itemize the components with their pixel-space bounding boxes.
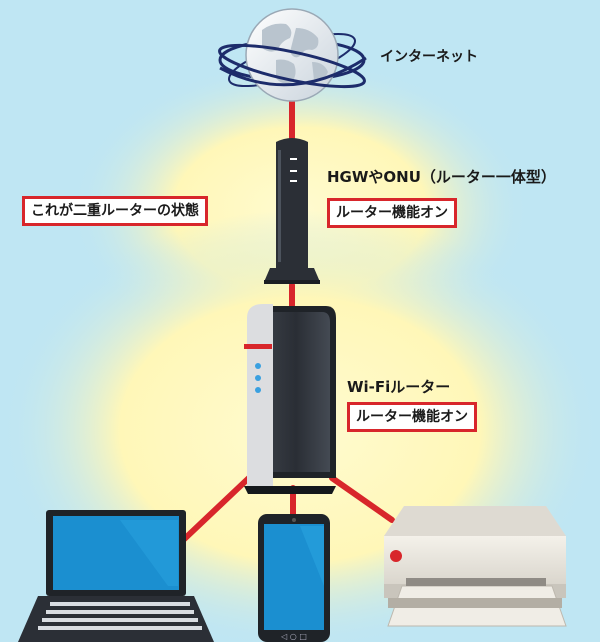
svg-text:◁ ○ □: ◁ ○ □: [280, 632, 307, 641]
wifi-router-icon: [244, 304, 336, 494]
laptop-icon: [18, 510, 214, 642]
globe-icon: [218, 8, 367, 102]
internet-label: インターネット: [380, 49, 478, 65]
hgw-onu-icon: [264, 138, 320, 284]
hgw-router-function-badge: ルーター機能オン: [327, 198, 457, 228]
printer-icon: [384, 506, 567, 627]
double-router-badge: これが二重ルーターの状態: [22, 196, 208, 226]
wifi-router-function-badge: ルーター機能オン: [347, 402, 477, 432]
wifi-router-title: Wi-Fiルーター: [347, 378, 451, 396]
smartphone-icon: ◁ ○ □: [258, 514, 330, 642]
hgw-onu-title: HGWやONU（ルーター一体型）: [327, 168, 556, 186]
